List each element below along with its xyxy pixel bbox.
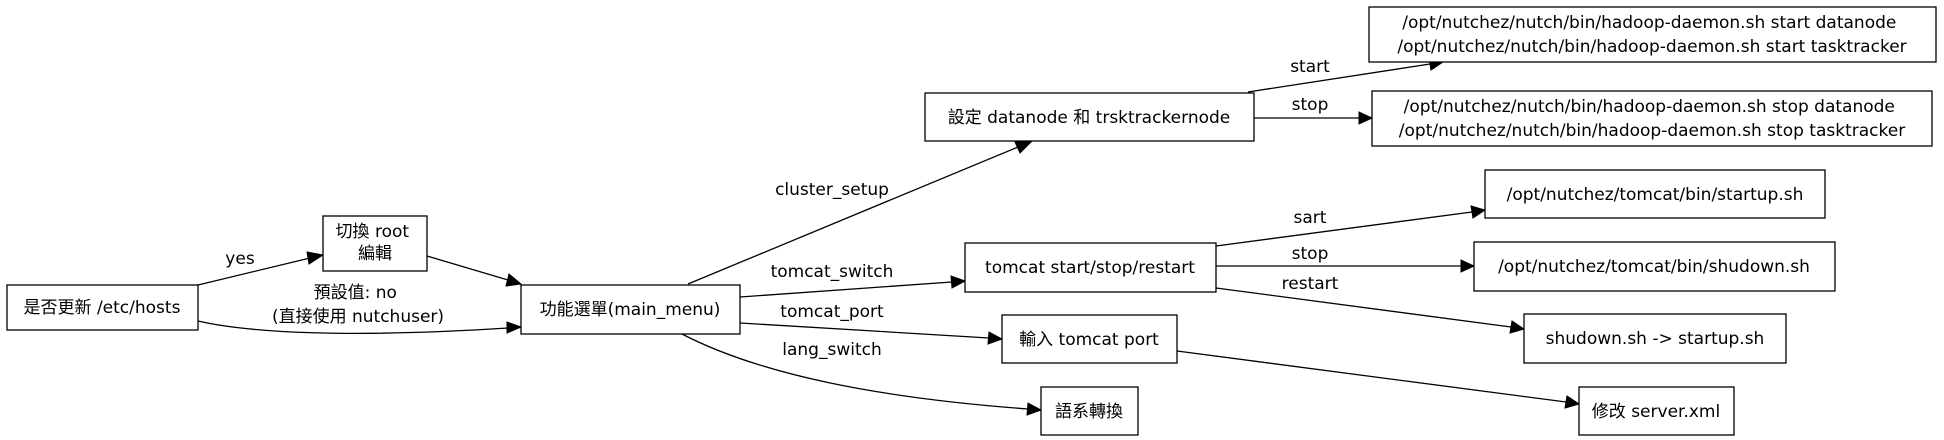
edge-label-stop-hadoop: stop <box>1292 95 1329 115</box>
edge-labels: yes 預設值: no (直接使用 nutchuser) cluster_set… <box>225 57 1338 360</box>
arrowhead <box>306 251 325 265</box>
edge-tomcat-port-to-server-xml <box>1176 350 1567 403</box>
arrowhead <box>505 273 523 287</box>
arrowhead <box>1509 320 1526 334</box>
edge-main-menu-to-lang <box>679 332 1029 410</box>
node-datanode: 設定 datanode 和 trsktrackernode <box>924 92 1255 142</box>
node-root: 切換 root 編輯 <box>322 215 428 272</box>
svg-text:/opt/nutchez/tomcat/bin/startu: /opt/nutchez/tomcat/bin/startup.sh <box>1507 185 1804 205</box>
edge-root-to-main-menu <box>426 255 509 281</box>
edge-main-menu-to-datanode <box>687 146 1019 285</box>
edge-datanode-to-start <box>1247 63 1431 93</box>
arrowhead <box>1358 111 1374 125</box>
svg-text:修改 server.xml: 修改 server.xml <box>1592 402 1720 422</box>
edge-label-lang-switch: lang_switch <box>782 340 881 360</box>
node-server-xml: 修改 server.xml <box>1578 386 1735 436</box>
arrowhead <box>950 275 967 289</box>
node-tomcat-ssr: tomcat start/stop/restart <box>964 242 1217 293</box>
edge-label-stop-tomcat: stop <box>1292 244 1329 264</box>
edge-tomcat-to-startup <box>1215 211 1473 247</box>
node-tomcat-port: 輸入 tomcat port <box>1001 314 1178 364</box>
svg-text:/opt/nutchez/nutch/bin/hadoop-: /opt/nutchez/nutch/bin/hadoop-daemon.sh … <box>1397 13 1906 57</box>
arrowhead <box>506 321 523 334</box>
arrowhead <box>1470 205 1487 219</box>
edge-label-start: start <box>1290 57 1330 77</box>
edge-label-restart: restart <box>1282 274 1339 294</box>
svg-text:/opt/nutchez/nutch/bin/hadoop-: /opt/nutchez/nutch/bin/hadoop-daemon.sh … <box>1399 97 1905 141</box>
arrowhead <box>1014 141 1033 154</box>
arrowhead <box>987 331 1004 345</box>
node-hosts: 是否更新 /etc/hosts <box>6 284 199 331</box>
edge-main-menu-to-tomcat-port <box>739 322 990 339</box>
edge-hosts-to-main-menu <box>197 320 509 334</box>
node-main-menu: 功能選單(main_menu) <box>520 284 741 335</box>
arrowhead <box>1026 402 1043 416</box>
node-start-cmd: /opt/nutchez/nutch/bin/hadoop-daemon.sh … <box>1368 6 1937 63</box>
svg-text:功能選單(main_menu): 功能選單(main_menu) <box>540 300 721 320</box>
svg-text:設定 datanode 和 trsktrackernode: 設定 datanode 和 trsktrackernode <box>948 108 1231 128</box>
arrowhead <box>1460 259 1476 273</box>
node-shudown: /opt/nutchez/tomcat/bin/shudown.sh <box>1473 241 1836 292</box>
edge-label-tomcat-port: tomcat_port <box>780 302 884 322</box>
edges <box>197 57 1581 416</box>
svg-text:tomcat start/stop/restart: tomcat start/stop/restart <box>985 258 1195 278</box>
edge-tomcat-to-restart <box>1215 287 1512 328</box>
svg-text:語系轉換: 語系轉換 <box>1055 402 1123 422</box>
node-lang: 語系轉換 <box>1040 386 1139 436</box>
edge-label-sart: sart <box>1294 208 1327 228</box>
svg-text:shudown.sh -> startup.sh: shudown.sh -> startup.sh <box>1546 329 1765 349</box>
node-stop-cmd: /opt/nutchez/nutch/bin/hadoop-daemon.sh … <box>1371 90 1933 147</box>
edge-label-cluster-setup: cluster_setup <box>775 180 889 200</box>
edge-main-menu-to-tomcat <box>739 281 953 298</box>
edge-hosts-to-root <box>197 257 311 286</box>
arrowhead <box>1564 395 1581 409</box>
svg-text:輸入 tomcat port: 輸入 tomcat port <box>1019 330 1159 350</box>
node-startup: /opt/nutchez/tomcat/bin/startup.sh <box>1484 169 1826 219</box>
svg-text:是否更新 /etc/hosts: 是否更新 /etc/hosts <box>24 298 181 318</box>
edge-label-default-no: 預設值: no (直接使用 nutchuser) <box>272 283 444 327</box>
svg-text:/opt/nutchez/tomcat/bin/shudow: /opt/nutchez/tomcat/bin/shudown.sh <box>1498 257 1810 277</box>
edge-label-tomcat-switch: tomcat_switch <box>771 262 894 282</box>
node-restart-seq: shudown.sh -> startup.sh <box>1523 313 1787 364</box>
svg-text:切換 root 編輯: 切換 root 編輯 <box>336 222 415 264</box>
edge-label-yes: yes <box>225 249 255 269</box>
